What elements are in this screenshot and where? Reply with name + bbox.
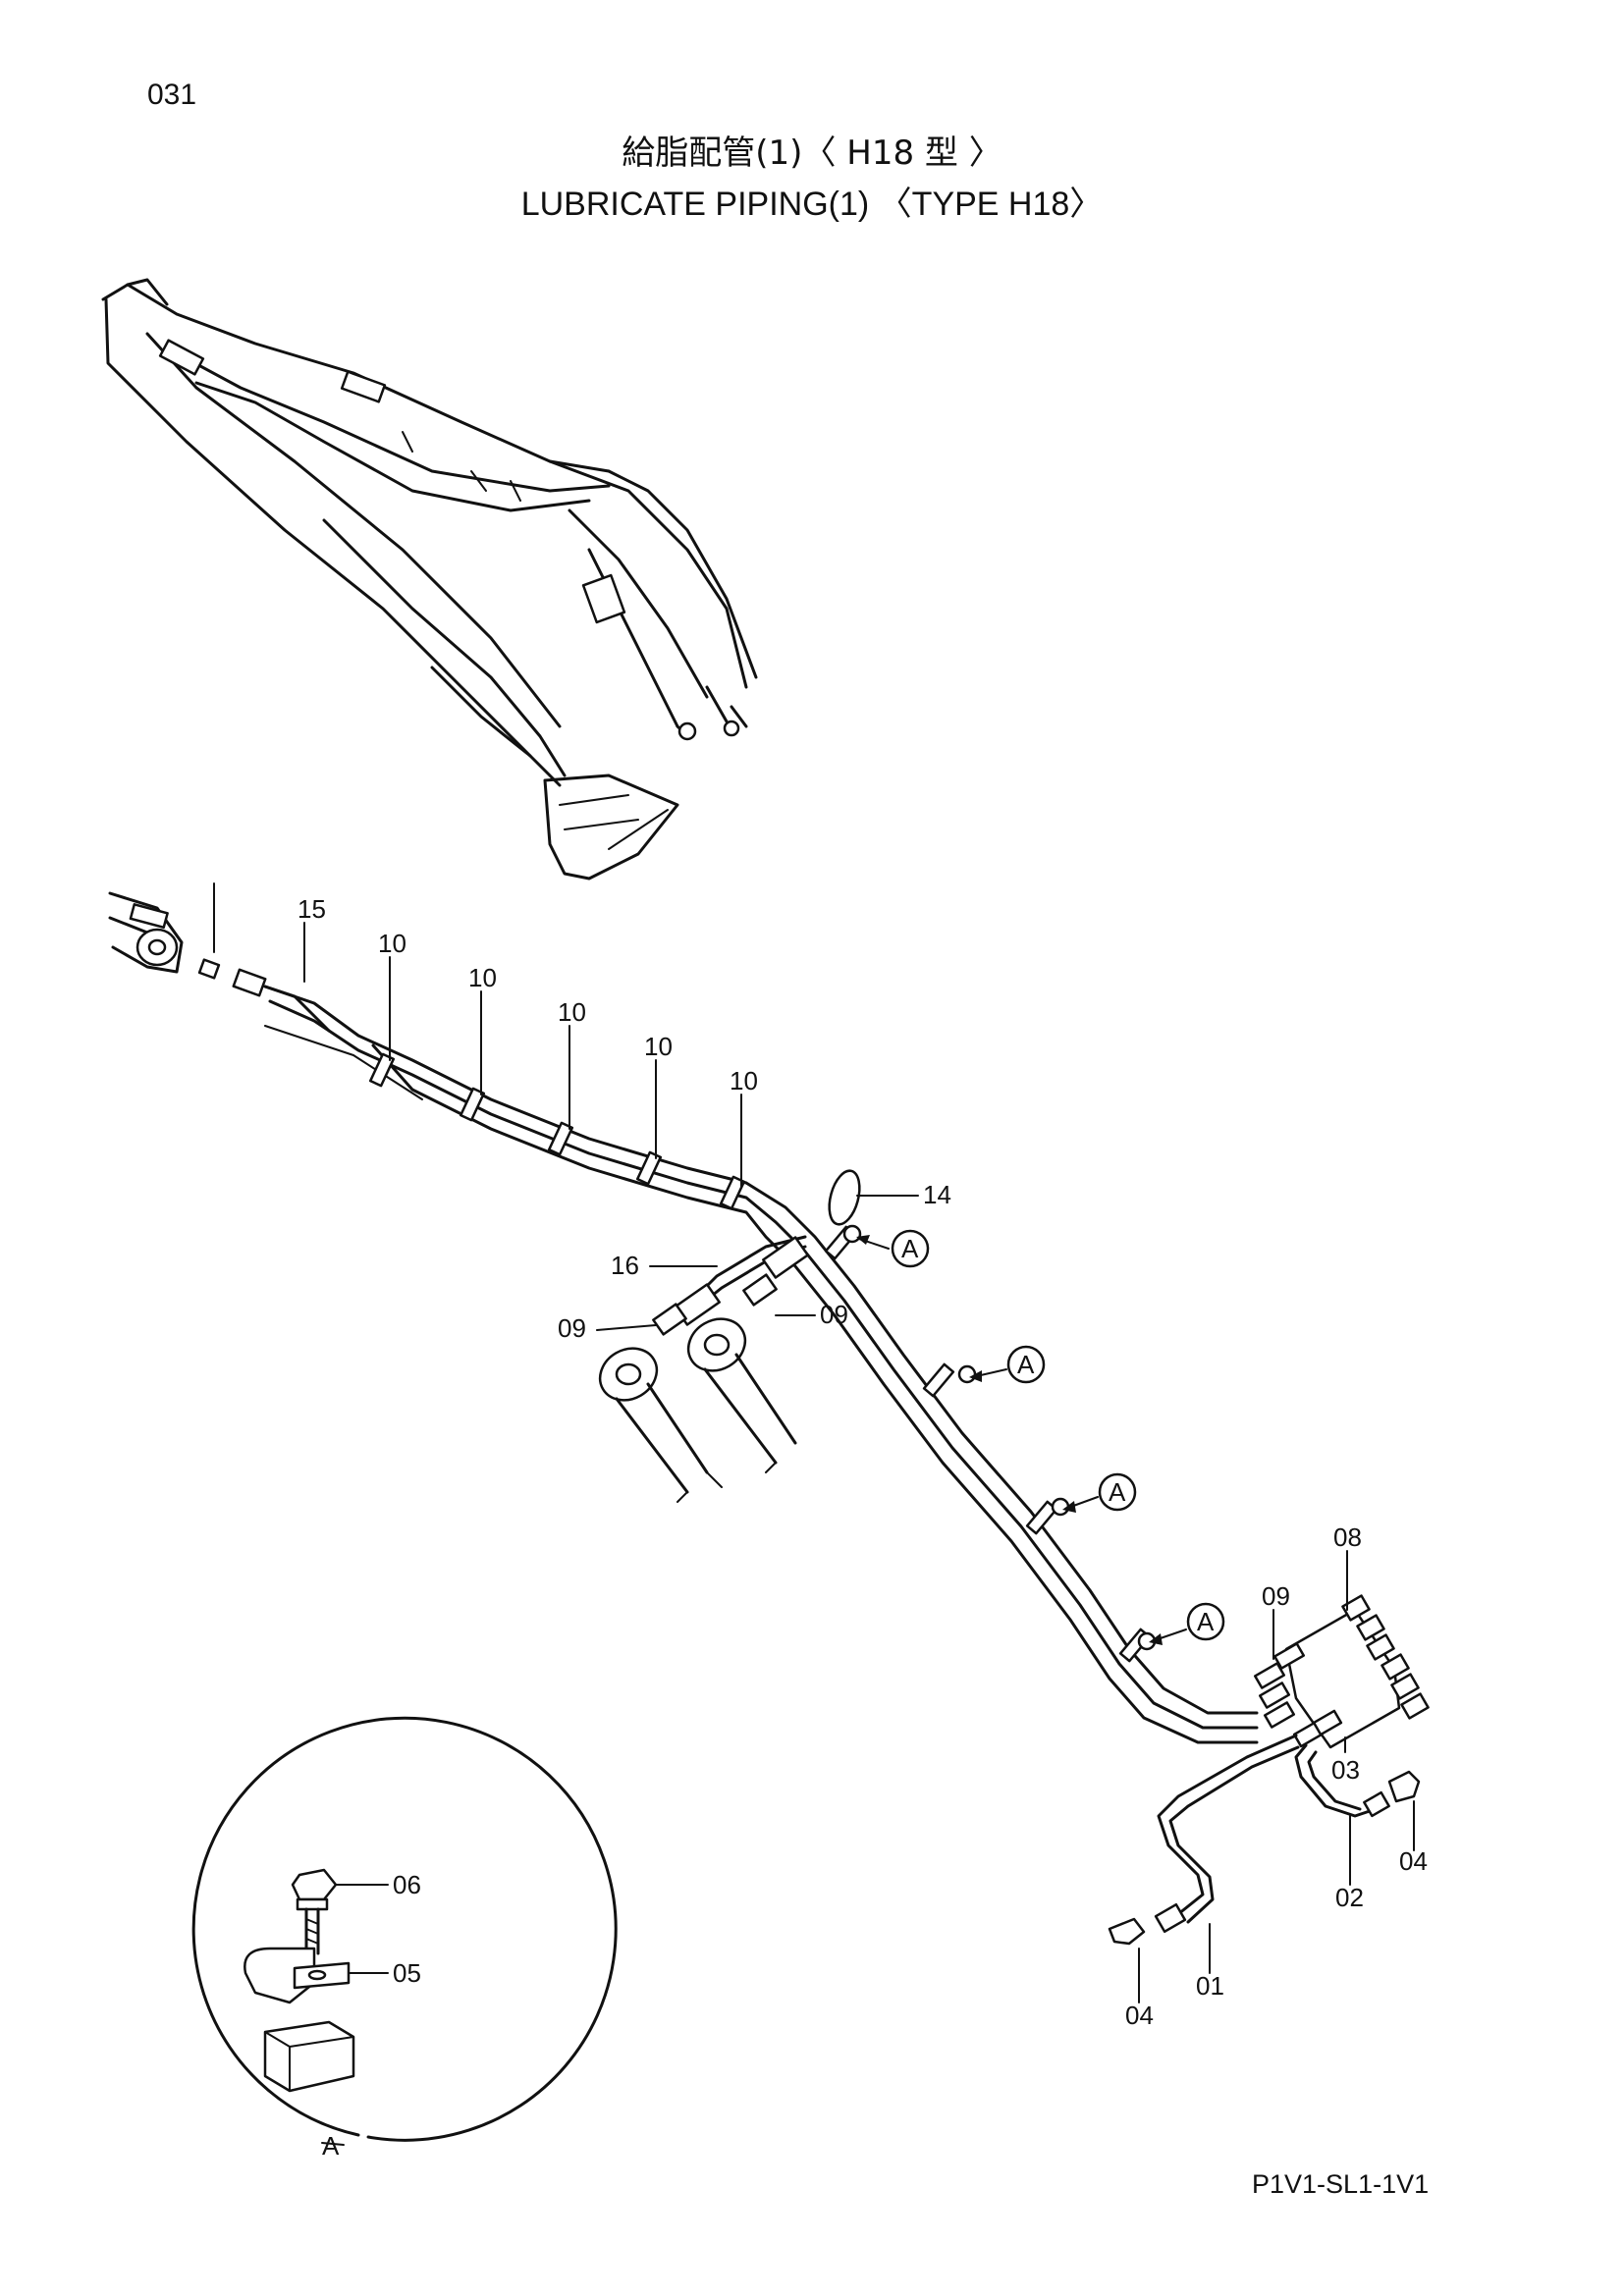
callout-16: 16 [611, 1251, 639, 1280]
callout-10: 10 [378, 929, 406, 958]
callout-14: 14 [923, 1180, 951, 1209]
boom-arm-illustration [101, 278, 758, 881]
detail-ref-bubble [1098, 1472, 1137, 1512]
callout-04: 04 [1399, 1846, 1428, 1876]
callout-02: 02 [1335, 1883, 1364, 1912]
detail-view-label: A [322, 2131, 340, 2161]
page-number: 031 [147, 79, 197, 111]
callout-06: 06 [393, 1870, 421, 1899]
callout-09: 09 [820, 1300, 848, 1329]
callout-09: 09 [558, 1313, 586, 1343]
detail-ref-bubble [1186, 1602, 1225, 1641]
callout-10: 10 [468, 963, 497, 992]
callout-08: 08 [1333, 1522, 1362, 1552]
detail-ref-bubble [891, 1229, 930, 1268]
drawing-code: P1V1-SL1-1V1 [1252, 2169, 1430, 2199]
detail-arrows [856, 1235, 1187, 1645]
title-japanese: 給脂配管(1)〈 H18 型 〉 [622, 133, 1002, 173]
detail-ref-label: A [901, 1234, 919, 1263]
callout-15: 15 [298, 894, 326, 924]
title-english: LUBRICATE PIPING(1) 〈TYPE H18〉 [520, 186, 1104, 223]
callout-01: 01 [1196, 1971, 1224, 2001]
detail-ref-bubble [1006, 1345, 1046, 1384]
piping-assembly [108, 882, 1430, 1946]
callout-10: 10 [644, 1032, 673, 1061]
callout-10: 10 [730, 1066, 758, 1095]
callout-05: 05 [393, 1958, 421, 1988]
clamp-10-group [368, 1052, 746, 1210]
detail-ref-label: A [1017, 1350, 1035, 1379]
detail-a-view [191, 1716, 618, 2146]
leader-lines [303, 922, 1415, 2003]
detail-ref-label: A [1197, 1607, 1215, 1636]
callout-09: 09 [1262, 1581, 1290, 1611]
callout-04: 04 [1125, 2001, 1154, 2030]
detail-ref-label: A [1109, 1477, 1126, 1507]
callout-10: 10 [558, 997, 586, 1027]
callout-03: 03 [1331, 1755, 1360, 1785]
grease-manifold [1253, 1594, 1430, 1749]
